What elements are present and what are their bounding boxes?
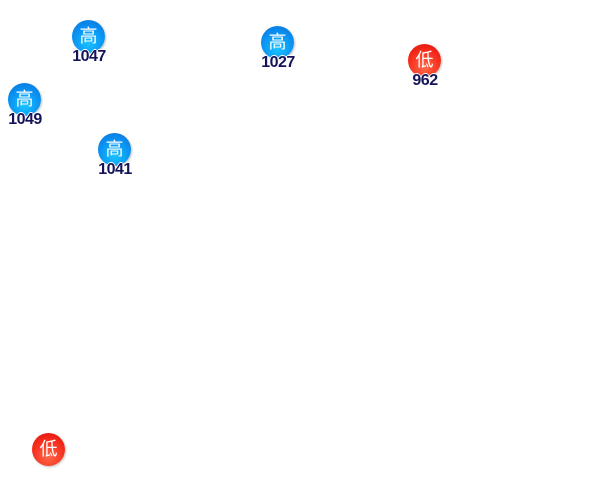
pressure-marker-low[interactable]: 低 xyxy=(29,433,69,487)
pressure-marker-low[interactable]: 低 962 xyxy=(405,44,445,98)
low-pressure-icon: 低 xyxy=(408,44,441,77)
high-pressure-icon: 高 xyxy=(72,20,105,53)
pressure-value: 1047 xyxy=(72,48,106,65)
pressure-marker-high[interactable]: 高 1049 xyxy=(5,83,45,137)
pressure-value: 1027 xyxy=(261,54,295,71)
pressure-marker-high[interactable]: 高 1027 xyxy=(258,26,298,80)
high-pressure-icon: 高 xyxy=(261,26,294,59)
pressure-value: 1049 xyxy=(8,111,42,128)
pressure-marker-high[interactable]: 高 1041 xyxy=(95,133,135,187)
pressure-marker-high[interactable]: 高 1047 xyxy=(69,20,109,74)
high-pressure-icon: 高 xyxy=(98,133,131,166)
pressure-value: 962 xyxy=(412,72,438,89)
pressure-value: 1041 xyxy=(98,161,132,178)
high-pressure-icon: 高 xyxy=(8,83,41,116)
